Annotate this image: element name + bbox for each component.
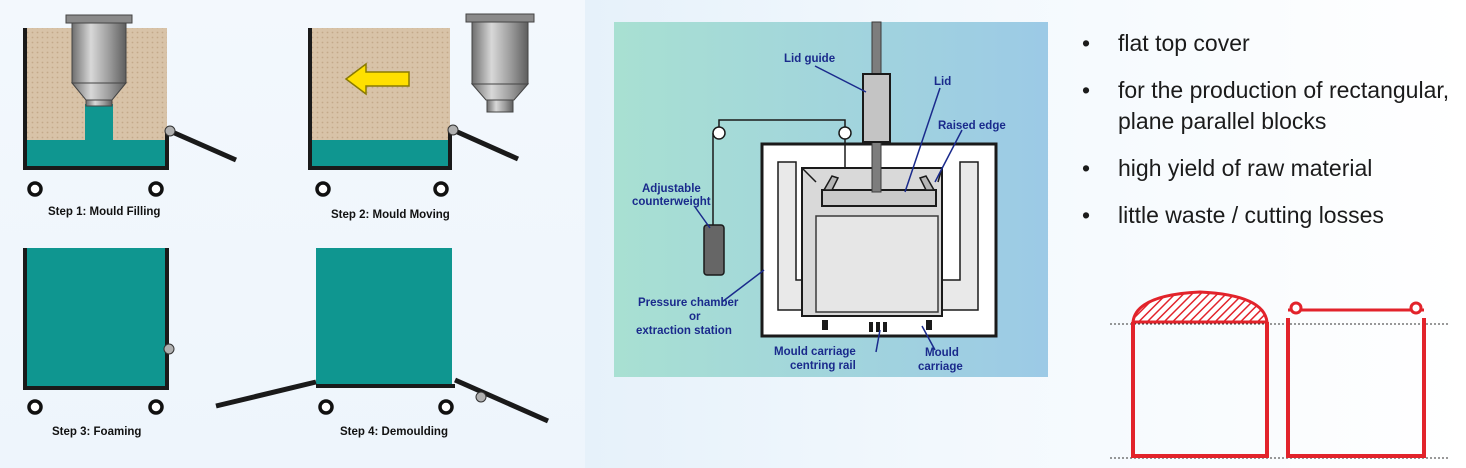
step-3-foaming: Step 3: Foaming <box>23 248 175 438</box>
mixing-head <box>465 13 535 113</box>
label-chamber-line1: Pressure chamber <box>638 297 739 309</box>
list-item: •high yield of raw material <box>1082 155 1373 181</box>
foam-liquid <box>25 140 167 168</box>
counterweight <box>703 224 725 276</box>
liquid-stream <box>85 104 113 144</box>
list-item: •for the production of rectangular, plan… <box>1082 77 1450 134</box>
wheel <box>318 399 334 415</box>
foam-block <box>25 248 167 388</box>
mould-side-open <box>215 379 317 409</box>
pulley <box>712 126 726 140</box>
step-2-mould-moving: Step 2: Mould Moving <box>308 13 535 221</box>
step-2-caption: Step 2: Mould Moving <box>331 209 450 221</box>
pulley <box>838 126 852 140</box>
press-diagram: Lid guide Lid Raised edge Adjustable cou… <box>614 21 1048 377</box>
hinge <box>163 343 175 355</box>
step-1-mould-filling: Step 1: Mould Filling <box>23 14 238 218</box>
corner-bead <box>1409 301 1423 315</box>
mould-wall <box>23 248 169 390</box>
wheel <box>27 181 43 197</box>
wheel <box>148 181 164 197</box>
wheel <box>27 399 43 415</box>
step-3-caption: Step 3: Foaming <box>52 426 141 438</box>
label-carriage-line1: Mould <box>925 347 959 359</box>
mould-lid-flap <box>168 128 238 163</box>
raised-edge <box>918 175 936 191</box>
label-chamber-line2: or <box>689 311 701 323</box>
mould-wall <box>308 28 452 170</box>
hinge <box>447 124 459 136</box>
raised-edge <box>822 175 840 191</box>
label-chamber-line3: extraction station <box>636 325 732 337</box>
label-raised-edge: Raised edge <box>938 120 1006 132</box>
feature-list: •flat top cover •for the production of r… <box>1082 28 1452 247</box>
foam-liquid <box>310 140 450 168</box>
hinge <box>475 391 487 403</box>
step-4-caption: Step 4: Demoulding <box>340 426 448 438</box>
label-counterweight-line2: counterweight <box>632 196 711 208</box>
list-item: •little waste / cutting losses <box>1082 202 1384 228</box>
wheel <box>148 399 164 415</box>
wheel <box>315 181 331 197</box>
step-1-caption: Step 1: Mould Filling <box>48 206 160 218</box>
list-item: •flat top cover <box>1082 30 1250 56</box>
mould-wall <box>23 28 169 170</box>
corner-bead <box>1289 301 1303 315</box>
hinge <box>164 125 176 137</box>
label-rail-line2: centring rail <box>790 360 856 372</box>
block-comparison <box>1110 290 1448 459</box>
flat-block <box>1286 318 1426 458</box>
foam-block <box>316 248 452 384</box>
mould-lid-flap <box>451 127 520 162</box>
lid-guide <box>862 73 891 143</box>
wheel <box>438 399 454 415</box>
step-4-demoulding: Step 4: Demoulding <box>215 248 550 438</box>
domed-block <box>1131 322 1269 458</box>
mixing-head <box>65 14 133 107</box>
label-counterweight-line1: Adjustable <box>642 183 701 195</box>
label-rail-line1: Mould carriage <box>774 346 856 358</box>
dome-waste <box>1131 290 1269 324</box>
label-lid: Lid <box>934 76 951 88</box>
move-left-arrow-icon <box>344 62 410 96</box>
label-carriage-line2: carriage <box>918 361 963 373</box>
leader-lines <box>694 65 963 353</box>
mould-side-open <box>453 377 550 424</box>
mould-inner <box>815 215 939 313</box>
wheel <box>433 181 449 197</box>
label-lid-guide: Lid guide <box>784 53 835 65</box>
